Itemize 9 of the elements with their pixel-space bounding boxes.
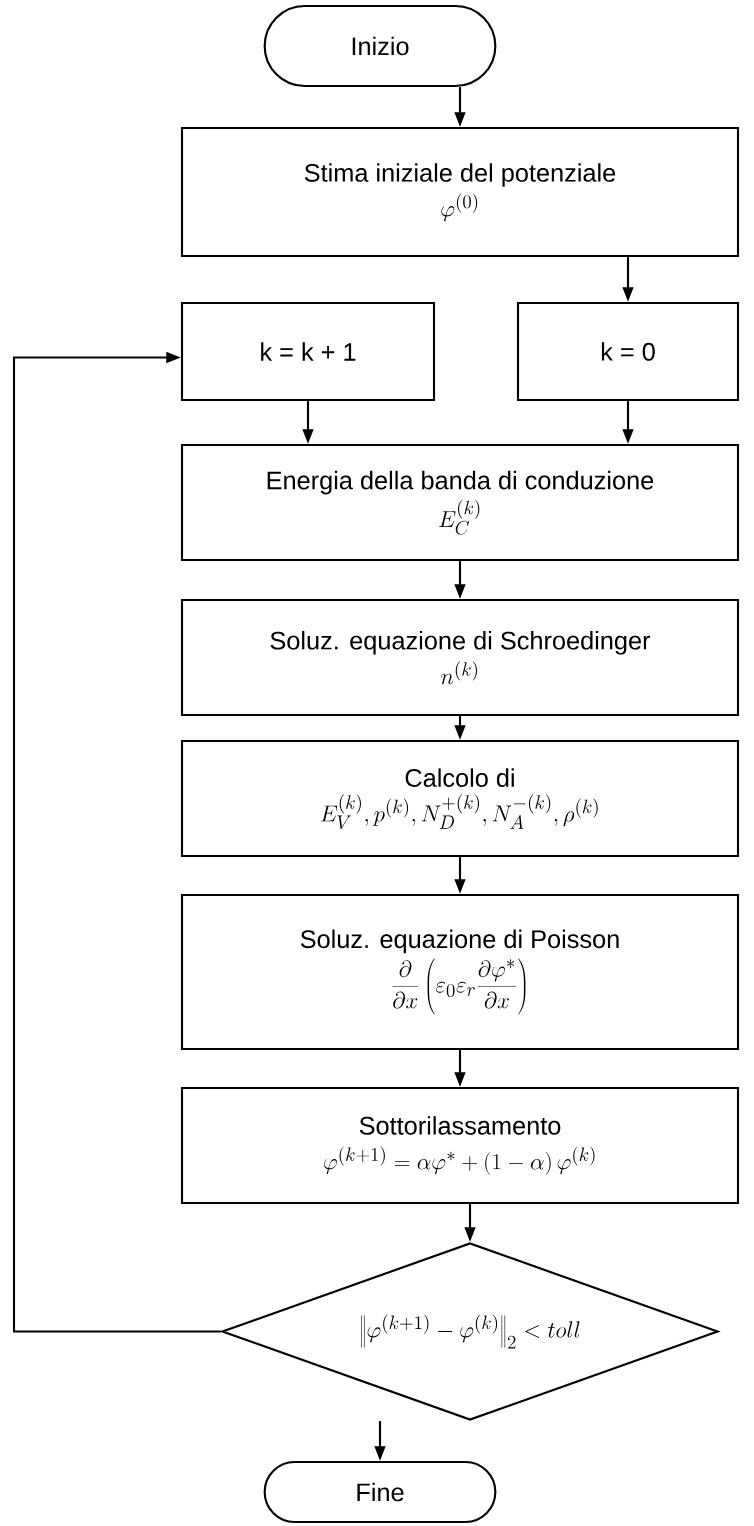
arrow bbox=[12, 351, 221, 1333]
process-box: Sottorilassamento $\varphi^{(k+1)} = \alpha\varphi^* + \left(1-\alpha\right)\varphi^{(k)}$ bbox=[180, 1087, 740, 1205]
process-box: Calcolo di $E_V^{(k)}, p^{(k)}, N_D^{+(k)}, N_A^{-(k)}, \rho^{(k)}$ bbox=[180, 739, 740, 858]
process-box: k = k + 1 bbox=[180, 301, 436, 402]
process-box: Soluz. equazione di Schroedinger $n^{(k)}$ bbox=[180, 598, 740, 717]
process-box: Soluz. equazione di Poisson $\frac{\partial}{\partial x}\left(\varepsilon_0\varepsilon_r\frac{\partial\varphi^*}{\partial x}\right)$ bbox=[180, 893, 740, 1051]
process-box: Energia della banda di conduzione $E_C^{(k)}$ bbox=[180, 443, 740, 562]
process-box: k = 0 bbox=[516, 301, 740, 402]
process-box: Stima iniziale del potenziale $\varphi^{(0)}$ bbox=[180, 126, 740, 258]
